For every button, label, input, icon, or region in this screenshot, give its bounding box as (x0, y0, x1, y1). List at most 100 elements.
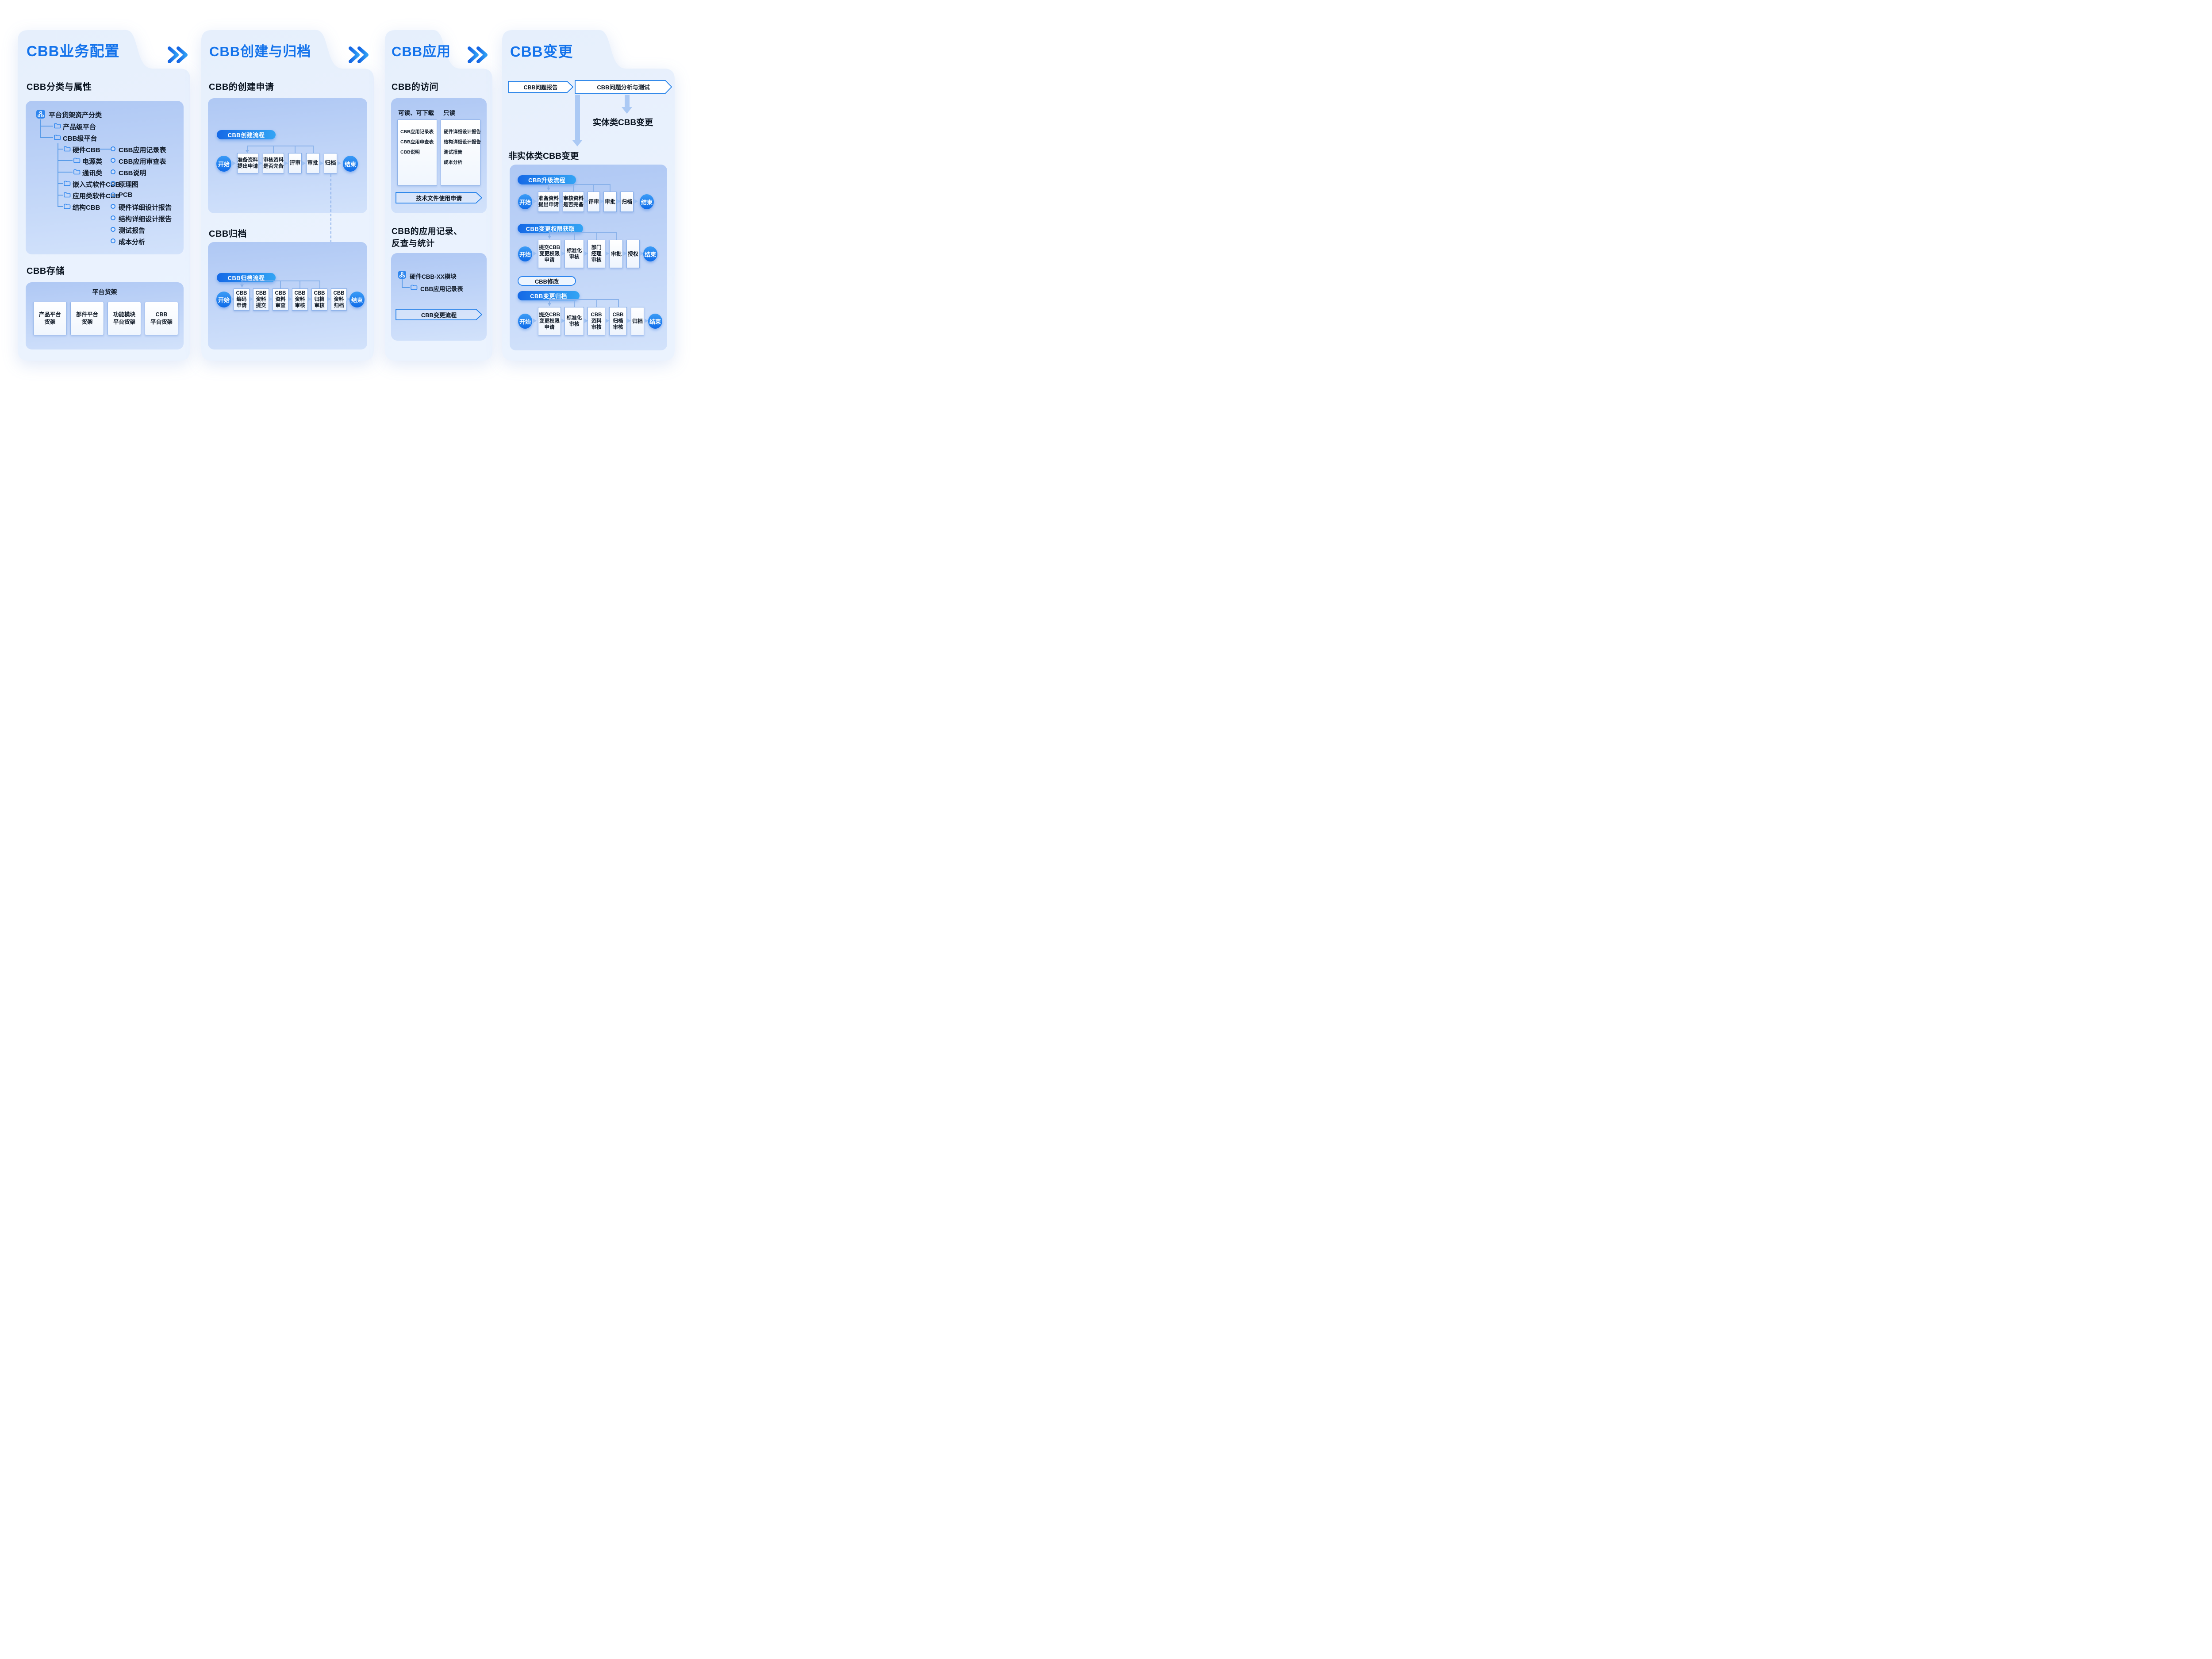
sitemap-icon (398, 271, 406, 279)
tree-item: 电源类 (82, 158, 103, 165)
down-arrow (625, 95, 630, 107)
double-chevron-icon (168, 46, 188, 63)
bracket-line (574, 233, 575, 240)
nonentity-flows-panel: CBB升级流程 开始 准备资料提出申请 审核资料是否完备 评审 审批 归档 结束… (510, 165, 667, 350)
modify-pill: CBB修改 (518, 276, 576, 286)
flow-arrow (533, 251, 537, 256)
doc-item: 测试报告 (119, 227, 146, 234)
create-flow-pill: CBB创建流程 (217, 130, 276, 139)
flow-arrow (327, 297, 331, 301)
end-node: 结束 (643, 246, 657, 261)
flow-arrow (284, 161, 288, 165)
bracket-line (593, 185, 594, 192)
readable-doc-list: CBB应用记录表 CBB应用审查表 CBB说明 (397, 119, 437, 186)
tree-line (58, 160, 73, 161)
change-archive-pill: CBB变更归档 (518, 291, 580, 300)
section-record-heading: CBB的应用记录、 (392, 227, 462, 236)
flow-arrow (560, 199, 563, 204)
tree-item: CBB级平台 (63, 135, 97, 142)
end-node: 结束 (349, 292, 365, 307)
flow-step: 标准化审核 (565, 307, 584, 335)
bracket-arrowhead (547, 236, 551, 239)
doc-item: CBB应用审查表 (119, 158, 166, 165)
doc-bullet (111, 204, 115, 209)
flow-step: 准备资料提出申请 (237, 153, 258, 173)
folder-icon (73, 169, 81, 175)
doc-bullet (111, 146, 115, 151)
start-node: 开始 (518, 314, 532, 329)
flow-arrow (600, 199, 604, 204)
flow-arrow (640, 251, 644, 256)
flow-step: 审批 (610, 240, 623, 268)
doc-bullet (111, 215, 115, 220)
doc-bullet (111, 158, 115, 163)
flow-step: 归档 (620, 192, 634, 212)
flow-arrow (606, 251, 609, 256)
bracket-line (273, 146, 274, 153)
folder-icon (54, 123, 61, 129)
folder-icon (64, 180, 71, 186)
flow-arrow (584, 251, 588, 256)
tech-file-banner: 技术文件使用申请 (396, 192, 483, 204)
flow-arrow (302, 161, 306, 165)
bracket-line (313, 146, 314, 153)
module-child-label: CBB应用记录表 (420, 286, 463, 292)
flow-arrow (259, 161, 262, 165)
doc-bullet (111, 181, 115, 186)
archive-flow-pill: CBB归档流程 (217, 273, 276, 282)
bracket-line (549, 299, 550, 303)
bracket-line (247, 146, 248, 150)
panel-business-config: CBB业务配置 CBB分类与属性 平台货架资产分类 产品级平台 CBB (18, 30, 190, 361)
folder-icon (411, 284, 418, 290)
flow-step: 部门经理审核 (588, 240, 605, 268)
doc-item: PCB (119, 191, 133, 199)
dashed-connector (330, 174, 331, 256)
flow-arrow (645, 319, 648, 323)
section-classify-heading: CBB分类与属性 (27, 82, 92, 92)
tree-line (40, 126, 53, 127)
bracket-line (616, 233, 617, 240)
bracket-line (549, 232, 617, 233)
classify-tree-panel: 平台货架资产分类 产品级平台 CBB级平台 硬件CBB 电源类 通讯类 嵌入式软… (26, 101, 184, 254)
down-arrow-head (622, 107, 632, 114)
panel-application: CBB应用 CBB的访问 可读、可下载 只读 CBB应用记录表 CBB应用审查表… (385, 30, 492, 361)
down-arrow (575, 95, 580, 140)
folder-icon (64, 204, 71, 209)
bracket-line (610, 185, 611, 192)
flow-arrow (623, 251, 627, 256)
folder-icon (54, 134, 61, 140)
doc-bullet (111, 238, 115, 243)
flow-step: 审核资料是否完备 (263, 153, 284, 173)
section-archive-heading: CBB归档 (209, 229, 247, 239)
start-node: 开始 (216, 156, 231, 172)
bracket-line (618, 300, 619, 307)
flow-arrow (288, 297, 292, 301)
doc-bullet (111, 192, 115, 197)
flow-arrow (584, 199, 588, 204)
bracket-line (295, 146, 296, 153)
doc-item: CBB说明 (119, 169, 146, 177)
folder-icon (64, 192, 71, 198)
flow-arrow (231, 297, 234, 301)
tree-line (40, 119, 41, 138)
tree-item: 产品级平台 (63, 123, 96, 131)
page-title: CBB创建与归档 (209, 44, 311, 59)
doc-bullet (111, 227, 115, 232)
tree-line (40, 137, 53, 138)
flow-step: 授权 (626, 240, 640, 268)
tree-line (402, 287, 410, 288)
tree-item: 硬件CBB (73, 146, 100, 154)
bracket-line (549, 232, 550, 236)
panel-change: CBB变更 CBB问题报告 CBB问题分析与测试 实体类CBB变更 非实体类CB… (502, 30, 675, 361)
tree-item: 应用类软件CBB (73, 192, 120, 200)
storage-card: 部件平台货架 (70, 302, 104, 335)
end-node: 结束 (640, 194, 654, 209)
